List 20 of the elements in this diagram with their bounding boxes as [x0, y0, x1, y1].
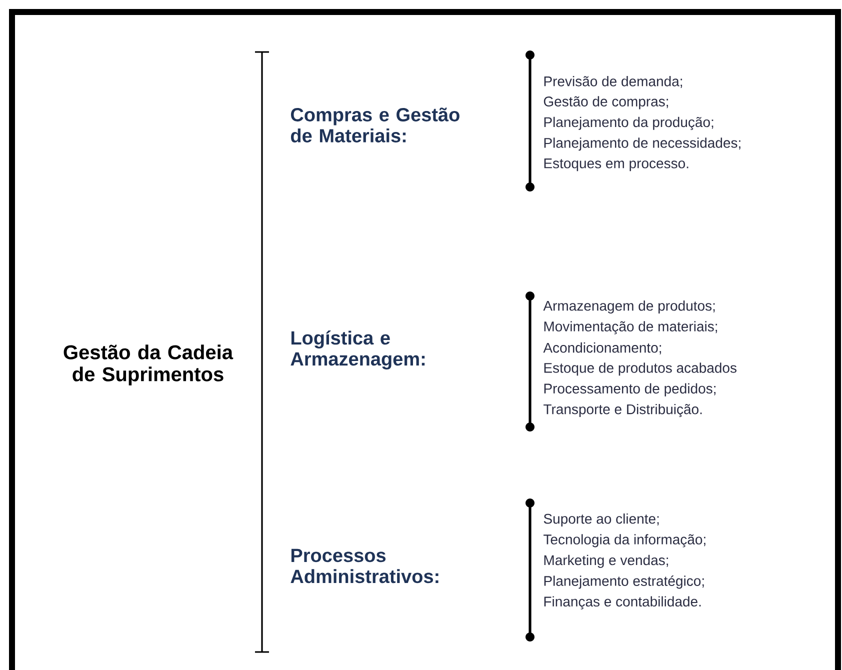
list-item: Gestão de compras;	[544, 96, 668, 110]
list-item: Planejamento estratégico;	[544, 576, 704, 589]
list-item: Processamento de pedidos;	[544, 383, 716, 396]
list-item: Marketing e vendas;	[544, 554, 668, 568]
list-item: Previsão de demanda;	[544, 76, 682, 88]
heading: Gestão da Cadeia de Suprimentos	[64, 344, 234, 386]
list-item: Acondicionamento;	[543, 342, 661, 354]
list-item: Estoques em processo.	[544, 158, 688, 172]
list-item: Transporte e Distribuição.	[544, 404, 702, 418]
list-item: Armazenagem de produtos;	[543, 300, 715, 314]
category-heading: Logística e Armazenagem:	[290, 330, 425, 370]
list-item: Planejamento da produção;	[544, 116, 714, 130]
category-heading: Processos Administrativos:	[290, 548, 438, 584]
list-item: Movimentação de materiais;	[544, 321, 717, 334]
list-item: Finanças e contabilidade.	[544, 596, 701, 610]
list-item: Tecnologia da informação;	[544, 534, 706, 548]
category-heading: Compras e Gestão de Materiais:	[291, 108, 460, 142]
list-item: Planejamento de necessidades;	[544, 138, 740, 151]
list-item: Suporte ao cliente;	[544, 513, 659, 527]
list-item: Estoque de produtos acabados	[544, 362, 736, 376]
